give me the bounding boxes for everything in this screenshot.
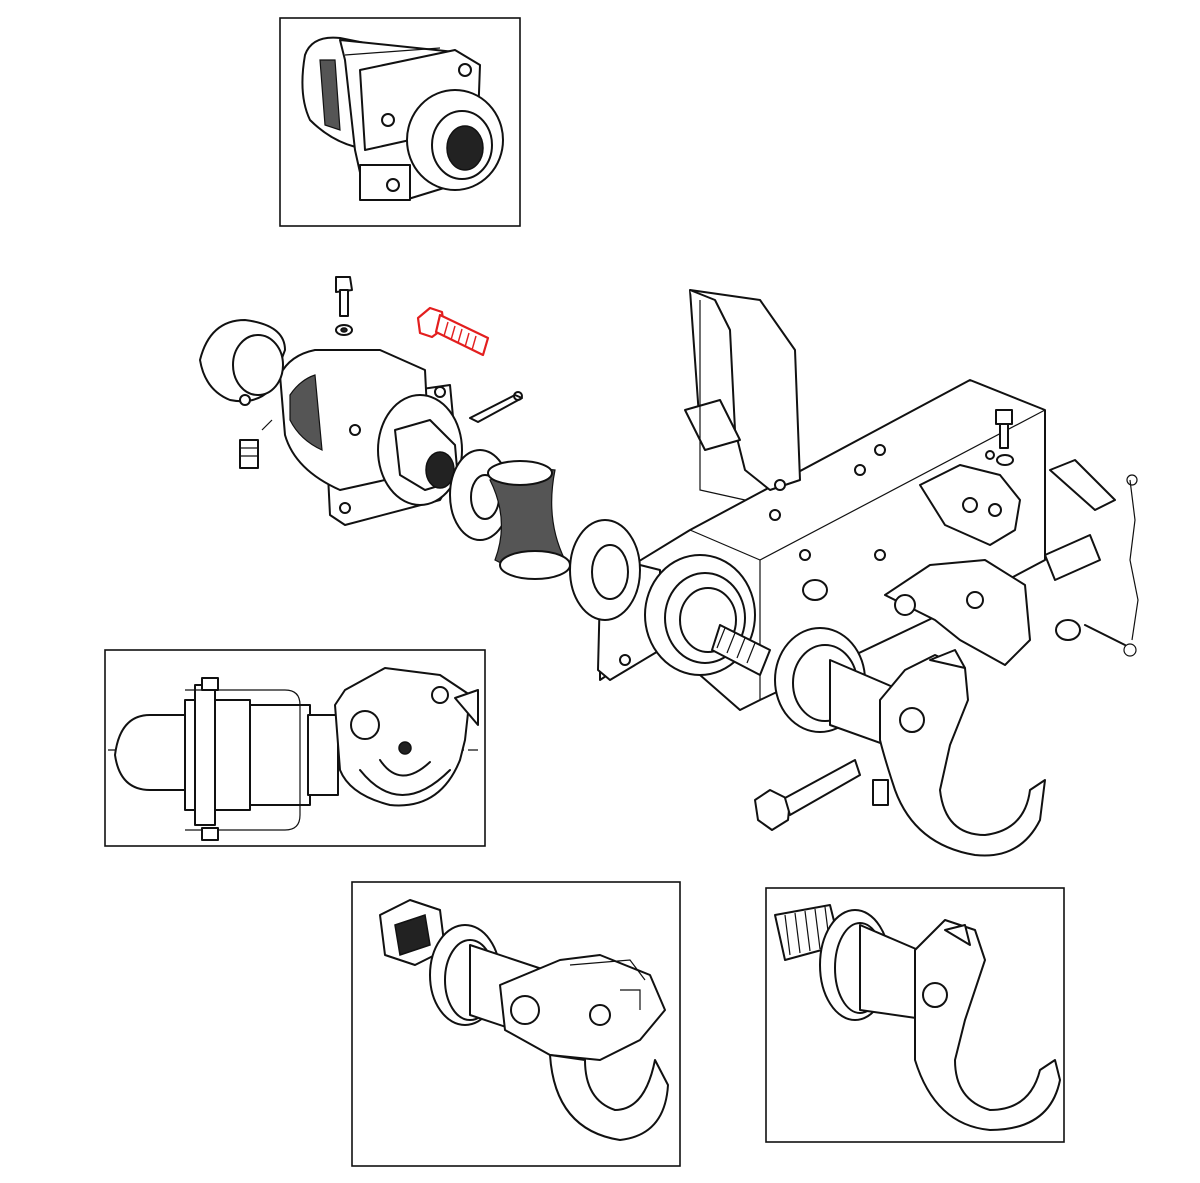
hex-bolt-highlighted[interactable] xyxy=(416,306,490,357)
inset-side-view xyxy=(104,649,486,847)
inset-hook-plain xyxy=(765,887,1065,1143)
inset-hook-with-latch xyxy=(351,881,681,1167)
inset-housing xyxy=(279,17,521,227)
main-assembly xyxy=(199,276,1139,857)
